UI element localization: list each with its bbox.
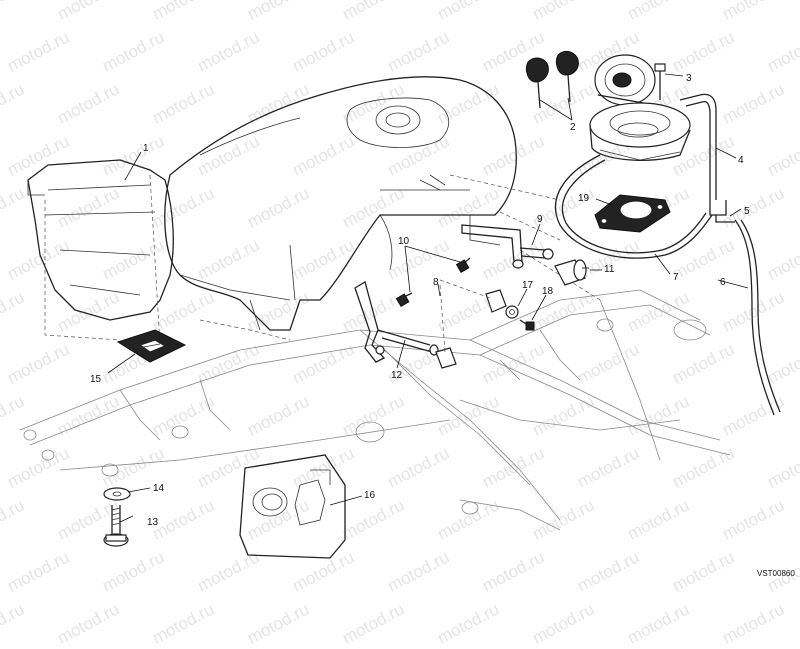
fuel-tank — [27, 76, 517, 331]
watermark-text: motod.ru — [149, 599, 218, 648]
callout-11: 11 — [604, 264, 615, 275]
callout-6: 6 — [720, 277, 726, 288]
callout-19: 19 — [578, 193, 590, 204]
watermark-text: motod.ru — [624, 599, 693, 648]
callout-17: 17 — [522, 280, 534, 291]
service-label-sticker — [239, 454, 346, 559]
callout-9: 9 — [537, 214, 543, 225]
callout-14: 14 — [153, 483, 165, 494]
callout-2: 2 — [570, 122, 576, 133]
leader-lines — [107, 73, 749, 523]
watermark-text: motod.ru — [529, 599, 598, 648]
callout-18: 18 — [542, 286, 554, 297]
watermark-text: motod.ru — [339, 599, 408, 648]
assembly-guides — [44, 174, 601, 346]
callout-15: 15 — [90, 374, 102, 385]
watermark-text: motod.ru — [244, 599, 313, 648]
callout-13: 13 — [147, 517, 159, 528]
callout-labels: 1 2 3 4 5 6 7 8 9 10 11 12 13 14 15 16 1… — [90, 73, 750, 528]
callout-16: 16 — [364, 490, 376, 501]
rubber-pad — [116, 329, 187, 363]
exploded-parts-diagram: 1 2 3 4 5 6 7 8 9 10 11 12 13 14 15 16 1… — [19, 50, 795, 578]
frame-drawing — [19, 289, 731, 531]
callout-10: 10 — [398, 236, 410, 247]
callout-12: 12 — [391, 370, 403, 381]
callout-8: 8 — [433, 277, 439, 288]
filler-cap-assembly — [525, 50, 781, 416]
watermark-text: motod.ru — [434, 599, 503, 648]
watermark-text: motod.ru — [54, 599, 123, 648]
callout-5: 5 — [744, 206, 750, 217]
callout-1: 1 — [143, 143, 149, 154]
callout-3: 3 — [686, 73, 692, 84]
mounting-hardware — [354, 224, 587, 369]
washer-and-bolt — [103, 487, 131, 547]
watermark-text: motod.ru — [0, 599, 28, 648]
callout-4: 4 — [738, 155, 744, 166]
watermark-text: motod.ru — [719, 599, 788, 648]
callout-7: 7 — [673, 272, 679, 283]
drawing-code: VST00860 — [757, 569, 795, 578]
